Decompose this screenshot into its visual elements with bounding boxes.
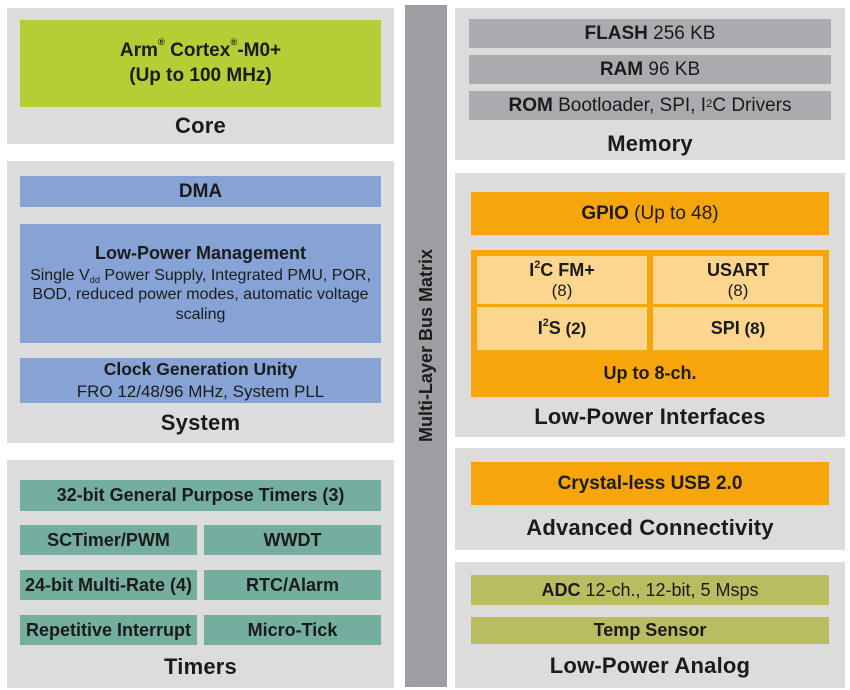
clock-generation-subtitle: FRO 12/48/96 MHz, System PLL (76, 381, 325, 401)
gpio-label: GPIO (581, 203, 629, 224)
analog-panel: ADC 12-ch., 12-bit, 5 Msps Temp Sensor L… (455, 562, 845, 688)
vdd-subscript: dd (89, 274, 100, 285)
interfaces-grid: I2C FM+ (8) USART (8) I2S (2) SPI (8) (477, 256, 823, 350)
system-section-label: System (160, 410, 241, 435)
cortex-family-text: Cortex (164, 39, 231, 61)
lpm-body-pre: Single V (30, 266, 90, 284)
rom-block: ROM Bootloader, SPI, I2C Drivers (469, 91, 831, 120)
i2s-post: S (548, 318, 561, 339)
i2s-pre: I (537, 318, 543, 339)
rom-label: ROM (508, 95, 553, 116)
i2s-count: (2) (560, 319, 587, 339)
dma-channels-label: Up to 8-ch. (603, 363, 697, 383)
usart-block: USART (8) (653, 256, 823, 304)
timers-section-label: Timers (164, 653, 237, 679)
adc-block: ADC 12-ch., 12-bit, 5 Msps (471, 575, 829, 605)
dma-block: DMA (20, 176, 381, 207)
rom-desc-pre: Bootloader, SPI, I (552, 95, 706, 116)
bus-matrix-label: Multi-Layer Bus Matrix (415, 249, 436, 443)
cortex-m0-subtitle: (Up to 100 MHz) (129, 64, 272, 86)
core-model-text: -M0+ (237, 39, 282, 61)
low-power-management-title: Low-Power Management (94, 242, 307, 263)
ram-label: RAM (599, 59, 644, 80)
usart-label: USART (707, 259, 769, 280)
lpm-body-post: Power Supply, Integrated PMU, POR, BOD, … (32, 266, 371, 323)
system-panel: DMA Low-Power Management Single Vdd Powe… (7, 161, 394, 443)
micro-tick-block: Micro-Tick (204, 615, 381, 645)
i2c-fm-block: I2C FM+ (8) (477, 256, 647, 304)
temp-sensor-block: Temp Sensor (471, 617, 829, 644)
connectivity-section-label: Advanced Connectivity (526, 514, 774, 540)
low-power-management-block: Low-Power Management Single Vdd Power Su… (20, 224, 381, 343)
wwdt-block: WWDT (204, 525, 381, 555)
flash-label: FLASH (584, 23, 648, 44)
i2s-label: I2S (2) (537, 317, 587, 339)
spi-label: SPI (8) (711, 318, 766, 339)
i2c-fm-count: (8) (551, 280, 573, 300)
rom-desc-post: C Drivers (712, 95, 792, 116)
cortex-m0-block: Arm® Cortex®-M0+ (Up to 100 MHz) (20, 20, 381, 107)
low-power-management-body: Single Vdd Power Supply, Integrated PMU,… (24, 266, 377, 325)
flash-size: 256 KB (647, 23, 716, 44)
i2c-pre: I (529, 259, 535, 280)
ram-block: RAM 96 KB (469, 55, 831, 84)
interfaces-section-label: Low-Power Interfaces (534, 404, 766, 429)
sctimer-pwm-block: SCTimer/PWM (20, 525, 197, 555)
clock-generation-title: Clock Generation Unity (103, 358, 298, 379)
registered-mark: ® (230, 37, 238, 49)
adc-specs: 12-ch., 12-bit, 5 Msps (580, 580, 759, 600)
spi-block: SPI (8) (653, 307, 823, 350)
gpio-block: GPIO (Up to 48) (471, 192, 829, 235)
usart-count: (8) (727, 280, 749, 300)
multi-rate-timer-block: 24-bit Multi-Rate (4) (20, 570, 197, 600)
timers-panel: 32-bit General Purpose Timers (3) SCTime… (7, 460, 394, 688)
spi-count: (8) (739, 319, 766, 339)
gpio-count: (Up to 48) (628, 203, 719, 224)
i2c-fm-label: I2C FM+ (529, 258, 595, 281)
usb-block: Crystal-less USB 2.0 (471, 462, 829, 505)
i2s-superscript: 2 (542, 317, 549, 330)
gp-timers-block: 32-bit General Purpose Timers (3) (20, 480, 381, 511)
interfaces-container: I2C FM+ (8) USART (8) I2S (2) SPI (8) Up… (471, 250, 829, 397)
arm-brand-text: Arm (119, 39, 158, 61)
core-section-label: Core (175, 112, 226, 138)
repetitive-interrupt-block: Repetitive Interrupt (20, 615, 197, 645)
ram-size: 96 KB (643, 59, 701, 80)
cortex-m0-title: Arm® Cortex®-M0+ (119, 37, 282, 64)
timers-grid: SCTimer/PWM WWDT 24-bit Multi-Rate (4) R… (20, 525, 381, 645)
i2c-superscript: 2 (705, 97, 713, 110)
rtc-alarm-block: RTC/Alarm (204, 570, 381, 600)
connectivity-panel: Crystal-less USB 2.0 Advanced Connectivi… (455, 448, 845, 550)
i2s-block: I2S (2) (477, 307, 647, 350)
interfaces-panel: GPIO (Up to 48) I2C FM+ (8) USART (8) I2… (455, 173, 845, 437)
flash-block: FLASH 256 KB (469, 19, 831, 48)
dma-label: DMA (178, 181, 223, 202)
bus-matrix-bar: Multi-Layer Bus Matrix (405, 5, 447, 687)
memory-section-label: Memory (607, 130, 693, 156)
i2c-superscript: 2 (534, 258, 541, 271)
clock-generation-block: Clock Generation Unity FRO 12/48/96 MHz,… (20, 358, 381, 403)
adc-label: ADC (541, 580, 581, 600)
i2c-post: C FM+ (540, 259, 595, 280)
analog-section-label: Low-Power Analog (549, 653, 751, 678)
memory-panel: FLASH 256 KB RAM 96 KB ROM Bootloader, S… (455, 8, 845, 160)
registered-mark: ® (157, 37, 165, 49)
core-panel: Arm® Cortex®-M0+ (Up to 100 MHz) Core (7, 8, 394, 144)
spi-name: SPI (710, 318, 740, 339)
